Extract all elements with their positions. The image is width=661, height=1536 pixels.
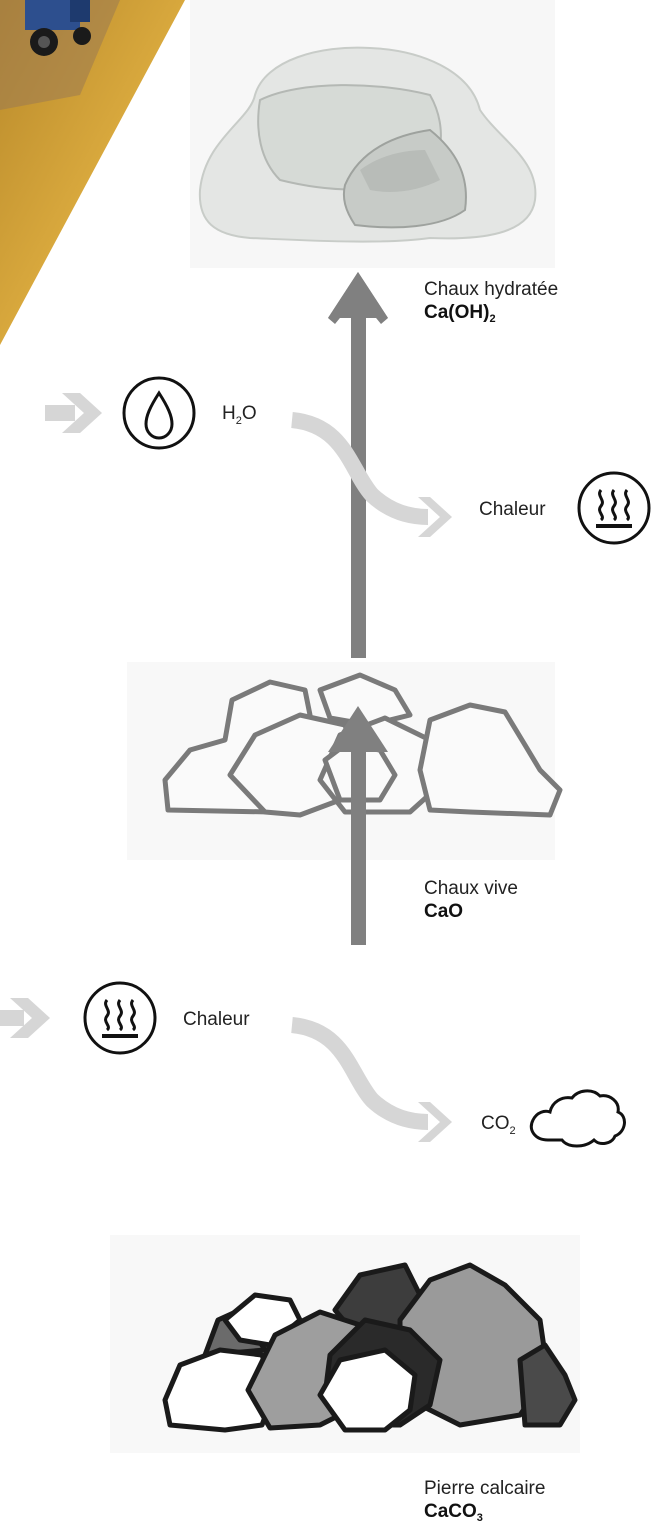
limestone-formula: CaCO3	[424, 1501, 483, 1524]
heat-icon-input	[83, 981, 157, 1055]
quicklime-image	[127, 662, 563, 860]
heat-input-label: Chaleur	[183, 1009, 250, 1030]
quicklime-name: Chaux vive	[424, 878, 518, 899]
hydrated-lime-name: Chaux hydratée	[424, 279, 559, 300]
limestone-image	[110, 1235, 580, 1453]
water-drop-icon	[122, 376, 196, 450]
tractor-icon	[25, 0, 91, 56]
hydrated-lime-image	[190, 0, 555, 268]
curve-arrow-co2	[290, 1017, 429, 1130]
water-formula: H2O	[222, 403, 257, 427]
main-arrow-lower	[328, 706, 388, 945]
input-chevron-water	[45, 393, 102, 433]
cloud-icon	[529, 1089, 626, 1148]
limestone-name: Pierre calcaire	[424, 1478, 546, 1499]
heat-output-label: Chaleur	[479, 499, 546, 520]
input-chevron-heat	[0, 998, 50, 1038]
curve-arrow-heat	[290, 412, 429, 525]
hydrated-lime-formula: Ca(OH)2	[424, 302, 496, 325]
heat-icon-output	[577, 471, 651, 545]
quicklime-formula: CaO	[424, 901, 464, 922]
co2-formula: CO2	[481, 1113, 516, 1137]
